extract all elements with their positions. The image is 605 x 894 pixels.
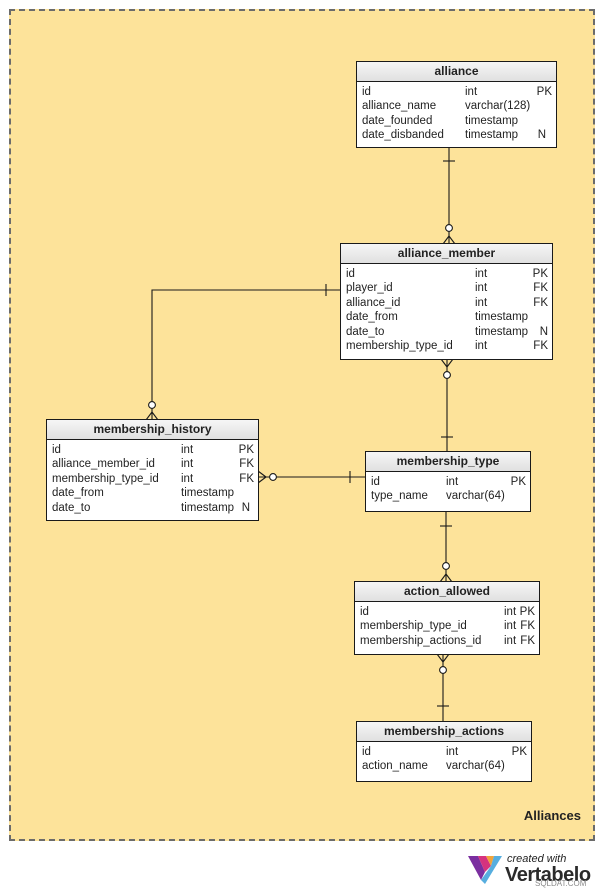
subject-area-name: Alliances bbox=[523, 808, 581, 823]
table-title: membership_type bbox=[366, 452, 530, 472]
brand-name[interactable]: Vertabelo bbox=[505, 864, 591, 886]
table-title: alliance_member bbox=[341, 244, 552, 264]
rel-membership-type-membership-history[interactable] bbox=[257, 470, 366, 484]
table-title: alliance bbox=[357, 62, 556, 82]
table-title: action_allowed bbox=[355, 582, 539, 602]
table-title: membership_actions bbox=[357, 722, 531, 742]
brand-tagline: created with bbox=[507, 853, 567, 865]
rel-alliance-alliance-member[interactable] bbox=[442, 147, 456, 245]
rel-membership-type-alliance-member[interactable] bbox=[440, 358, 454, 452]
rel-alliance-member-membership-history[interactable] bbox=[145, 284, 341, 421]
rel-membership-actions-action-allowed[interactable] bbox=[436, 653, 450, 722]
vertabelo-logo-icon bbox=[468, 856, 502, 884]
table-title: membership_history bbox=[47, 420, 258, 440]
rel-membership-type-action-allowed[interactable] bbox=[439, 511, 453, 583]
watermark: SQLDAT.COM bbox=[535, 879, 587, 888]
